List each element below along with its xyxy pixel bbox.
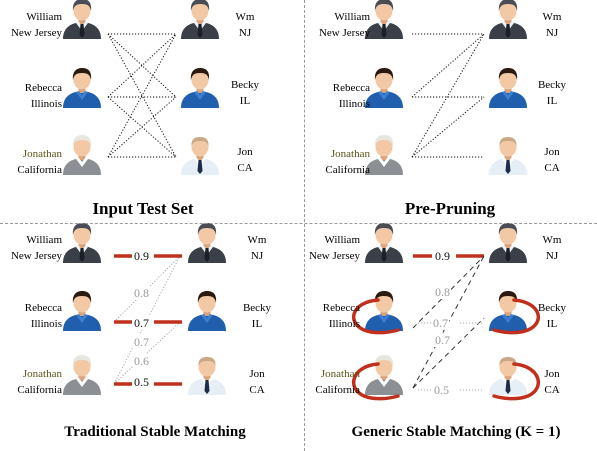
avatar-rebecca [63,291,101,331]
score-label: 0.7 [432,316,449,330]
self-loop-arc [352,298,400,335]
avatar-william [63,223,101,263]
score-label: 0.8 [434,285,451,299]
avatar-becky [181,68,219,108]
score-label: 0.5 [133,375,150,389]
avatar-jonathan [63,135,101,175]
self-loop-arc [352,362,400,401]
score-label: 0.7 [434,333,451,347]
avatar-becky [489,68,527,108]
score-label: 0.6 [133,354,150,368]
connection-line [411,33,485,158]
connection-line [113,321,181,385]
horizontal-divider [0,223,597,224]
dashed-line [412,317,485,389]
connection-line [107,33,177,98]
connection-line [107,33,177,158]
avatar-wm [188,223,226,263]
panel-title-pre-pruning: Pre-Pruning [404,199,496,218]
avatar-jon [188,357,226,395]
avatar-wm [489,0,527,39]
panel-title-traditional-stable-matching: Traditional Stable Matching [64,424,246,440]
connection-line [107,33,177,98]
connection-line [411,33,485,98]
panel-title-generic-stable-matching: Generic Stable Matching (K = 1) [351,424,561,440]
avatar-becky [188,291,226,331]
self-loop-arc [492,362,540,401]
score-label: 0.8 [133,286,150,300]
avatar-jonathan [365,135,403,175]
connection-line [411,96,485,158]
connection-line [107,96,177,158]
avatar-william [365,223,403,263]
avatar-rebecca [63,68,101,108]
vertical-divider [304,0,305,451]
avatar-william [63,0,101,39]
score-label: 0.5 [433,383,450,397]
score-label: 0.9 [434,249,451,263]
avatar-becky [489,291,527,331]
avatar-jonathan [63,355,101,395]
avatar-rebecca [365,291,403,331]
avatar-wm [181,0,219,39]
dashed-line [412,255,485,329]
connection-line [107,33,177,158]
avatar-jon [489,137,527,175]
avatar-william [365,0,403,39]
avatar-jon [181,137,219,175]
score-label: 0.7 [133,335,150,349]
panel-title-input-test-set: Input Test Set [92,199,194,218]
avatar-rebecca [365,68,403,108]
avatar-wm [489,223,527,263]
score-label: 0.7 [133,316,150,330]
avatar-jon [489,357,527,395]
connection-line [113,255,181,323]
self-loop-arc [492,298,540,335]
avatar-jonathan [365,355,403,395]
score-label: 0.9 [133,249,150,263]
